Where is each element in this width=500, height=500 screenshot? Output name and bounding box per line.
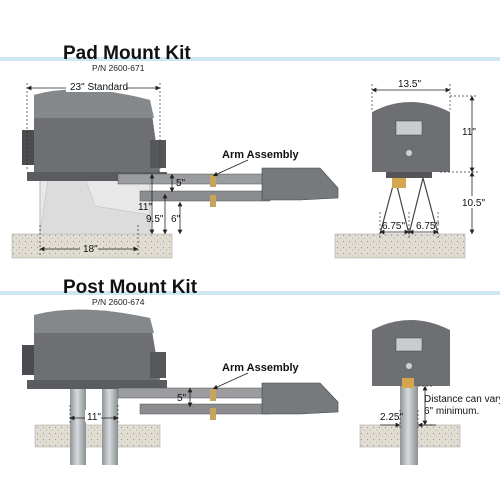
post-arm-assembly — [117, 382, 339, 420]
post-operator-side — [22, 309, 167, 389]
pad-operator-front — [372, 102, 450, 235]
post-mount-title: Post Mount Kit — [63, 277, 198, 298]
post-operator-front — [372, 320, 450, 388]
post-note-line1: Distance can vary. — [424, 394, 500, 405]
pad-height-5: 5" — [176, 178, 186, 189]
pad-standard-dim: 23" Standard — [70, 82, 128, 93]
pad-concrete-right — [334, 233, 466, 259]
pad-height-6: 6" — [171, 214, 181, 225]
post-right — [102, 385, 118, 465]
pad-operator-side — [22, 89, 167, 181]
post-width-2-25: 2.25" — [380, 412, 403, 423]
pad-front-width: 13.5" — [398, 79, 421, 90]
pad-title-band — [0, 57, 500, 61]
post-height-5: 5" — [177, 393, 187, 404]
post-left — [70, 385, 86, 465]
pad-front-height-10-5: 10.5" — [462, 198, 485, 209]
post-title-band — [0, 291, 500, 295]
pad-arm-assembly — [117, 167, 339, 207]
pad-arm-label: Arm Assembly — [222, 149, 300, 161]
pad-mount-title: Pad Mount Kit — [63, 43, 191, 64]
post-part-number: P/N 2600-674 — [92, 297, 145, 307]
post-concrete-left — [34, 424, 161, 448]
post-width-11: 11" — [87, 412, 101, 423]
pad-width-18: 18" — [83, 244, 98, 255]
post-front-pole — [400, 385, 418, 465]
pad-part-number: P/N 2600-671 — [92, 63, 145, 73]
pad-right-6-75: 6.75" — [416, 221, 439, 232]
pad-front-height-11: 11" — [462, 127, 476, 138]
pad-height-11: 11" — [138, 202, 152, 213]
pad-left-6-75: 6.75" — [382, 221, 405, 232]
post-note-line2: 6" minimum. — [424, 406, 479, 417]
post-arm-label: Arm Assembly — [222, 362, 300, 374]
pad-height-9-5: 9.5" — [146, 214, 164, 225]
